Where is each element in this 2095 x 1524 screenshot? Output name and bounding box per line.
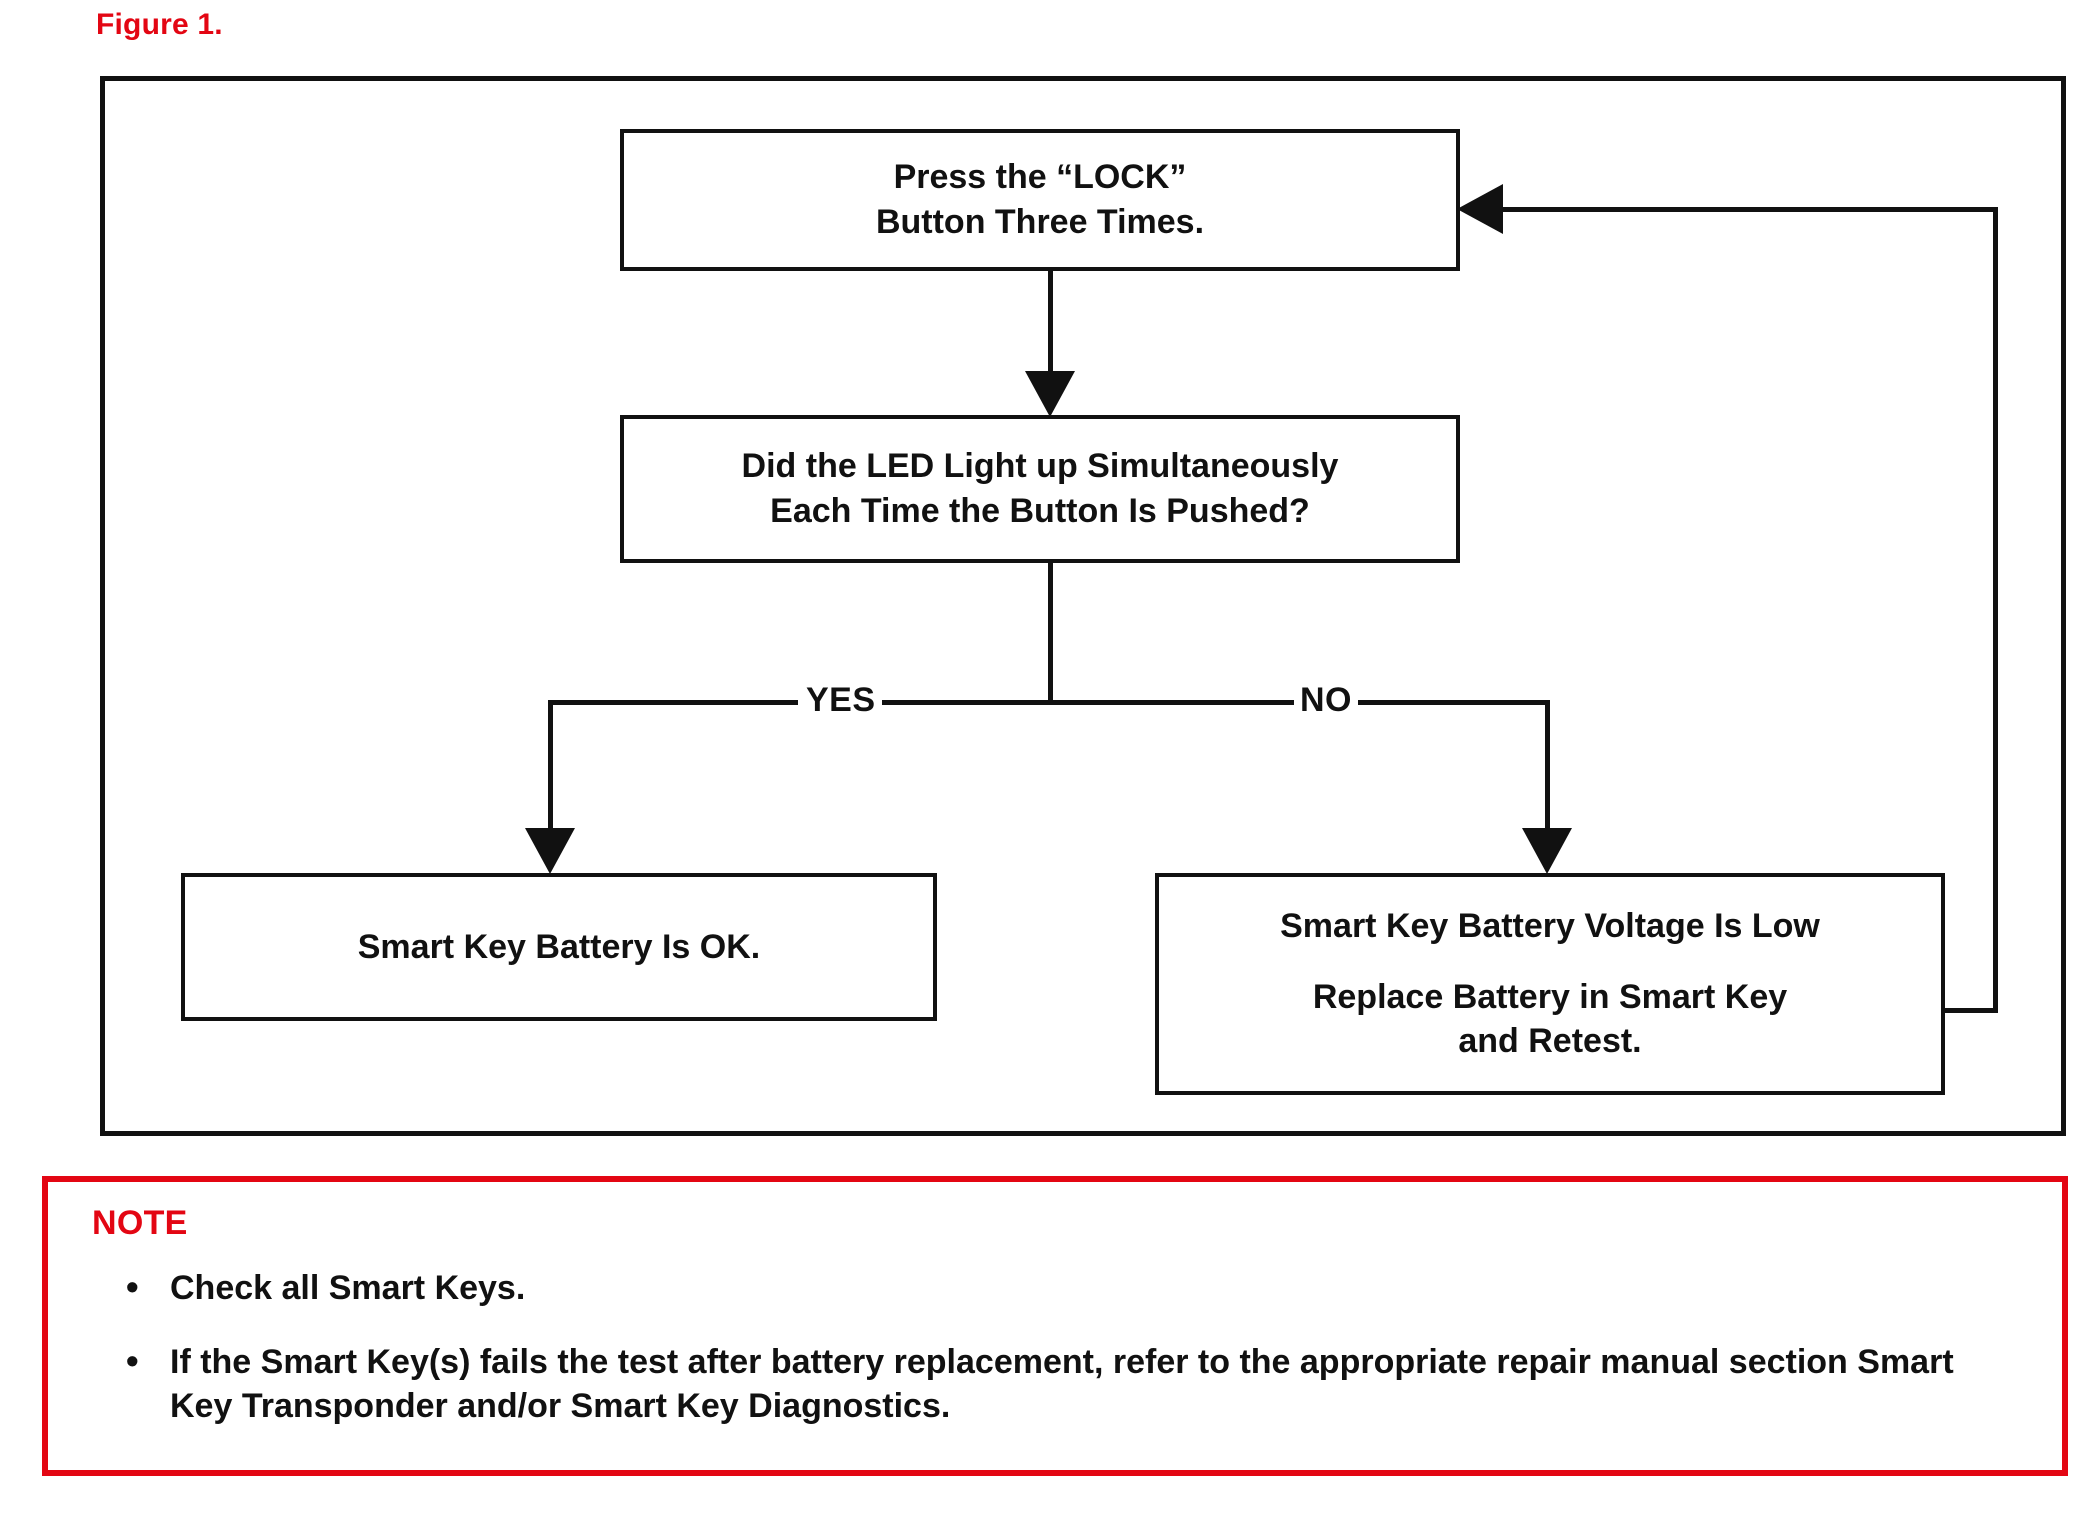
note-panel: NOTE • Check all Smart Keys. • If the Sm…: [42, 1176, 2068, 1476]
figure-caption: Figure 1.: [96, 8, 223, 41]
arrow-down-icon-lock-to-led: [1025, 371, 1075, 417]
connector-retest-loop-top: [1495, 207, 1995, 212]
flow-box-press-lock: Press the “LOCK” Button Three Times.: [620, 129, 1460, 271]
branch-label-no: NO: [1294, 681, 1358, 720]
note-list-item: • Check all Smart Keys.: [108, 1266, 2022, 1310]
note-list: • Check all Smart Keys. • If the Smart K…: [108, 1266, 2022, 1459]
flowchart-frame: Press the “LOCK” Button Three Times. Did…: [100, 76, 2066, 1136]
flow-box-battery-low-line2: Replace Battery in Smart Key: [1312, 977, 1788, 1016]
note-list-item: • If the Smart Key(s) fails the test aft…: [108, 1340, 2022, 1428]
connector-retest-loop-vertical: [1993, 207, 1998, 1013]
branch-label-yes: YES: [800, 681, 882, 720]
bullet-icon: •: [126, 1266, 139, 1307]
connector-no-leg: [1545, 700, 1550, 836]
flow-box-battery-ok-line1: Smart Key Battery Is OK.: [357, 927, 761, 966]
connector-led-to-branch-bar: [1048, 563, 1053, 703]
arrow-down-icon-yes: [525, 828, 575, 874]
flow-box-led-question-line1: Did the LED Light up Simultaneously: [741, 447, 1339, 486]
note-title: NOTE: [92, 1204, 188, 1242]
flow-box-battery-low: Smart Key Battery Voltage Is Low Replace…: [1155, 873, 1945, 1095]
flow-box-battery-ok: Smart Key Battery Is OK.: [181, 873, 937, 1021]
flow-box-led-question: Did the LED Light up Simultaneously Each…: [620, 415, 1460, 563]
note-list-item-text: Check all Smart Keys.: [170, 1269, 526, 1307]
note-list-item-text: If the Smart Key(s) fails the test after…: [170, 1343, 1954, 1426]
arrow-left-icon-retest-loop: [1457, 184, 1503, 234]
flow-box-battery-low-line3: and Retest.: [1458, 1022, 1642, 1061]
branch-bar-right-segment: [1343, 700, 1550, 705]
flow-box-battery-low-line1: Smart Key Battery Voltage Is Low: [1280, 906, 1820, 945]
bullet-icon: •: [126, 1340, 139, 1382]
flow-box-press-lock-line1: Press the “LOCK”: [893, 158, 1187, 197]
branch-bar-middle-segment: [855, 700, 1295, 705]
arrow-down-icon-no: [1522, 828, 1572, 874]
flow-box-press-lock-line2: Button Three Times.: [875, 203, 1205, 241]
connector-yes-leg: [548, 700, 553, 836]
branch-bar-left-segment: [548, 700, 798, 705]
connector-retest-loop-bottom: [1943, 1008, 1998, 1013]
flow-box-led-question-line2: Each Time the Button Is Pushed?: [770, 492, 1310, 530]
connector-lock-to-led-line: [1048, 271, 1053, 379]
